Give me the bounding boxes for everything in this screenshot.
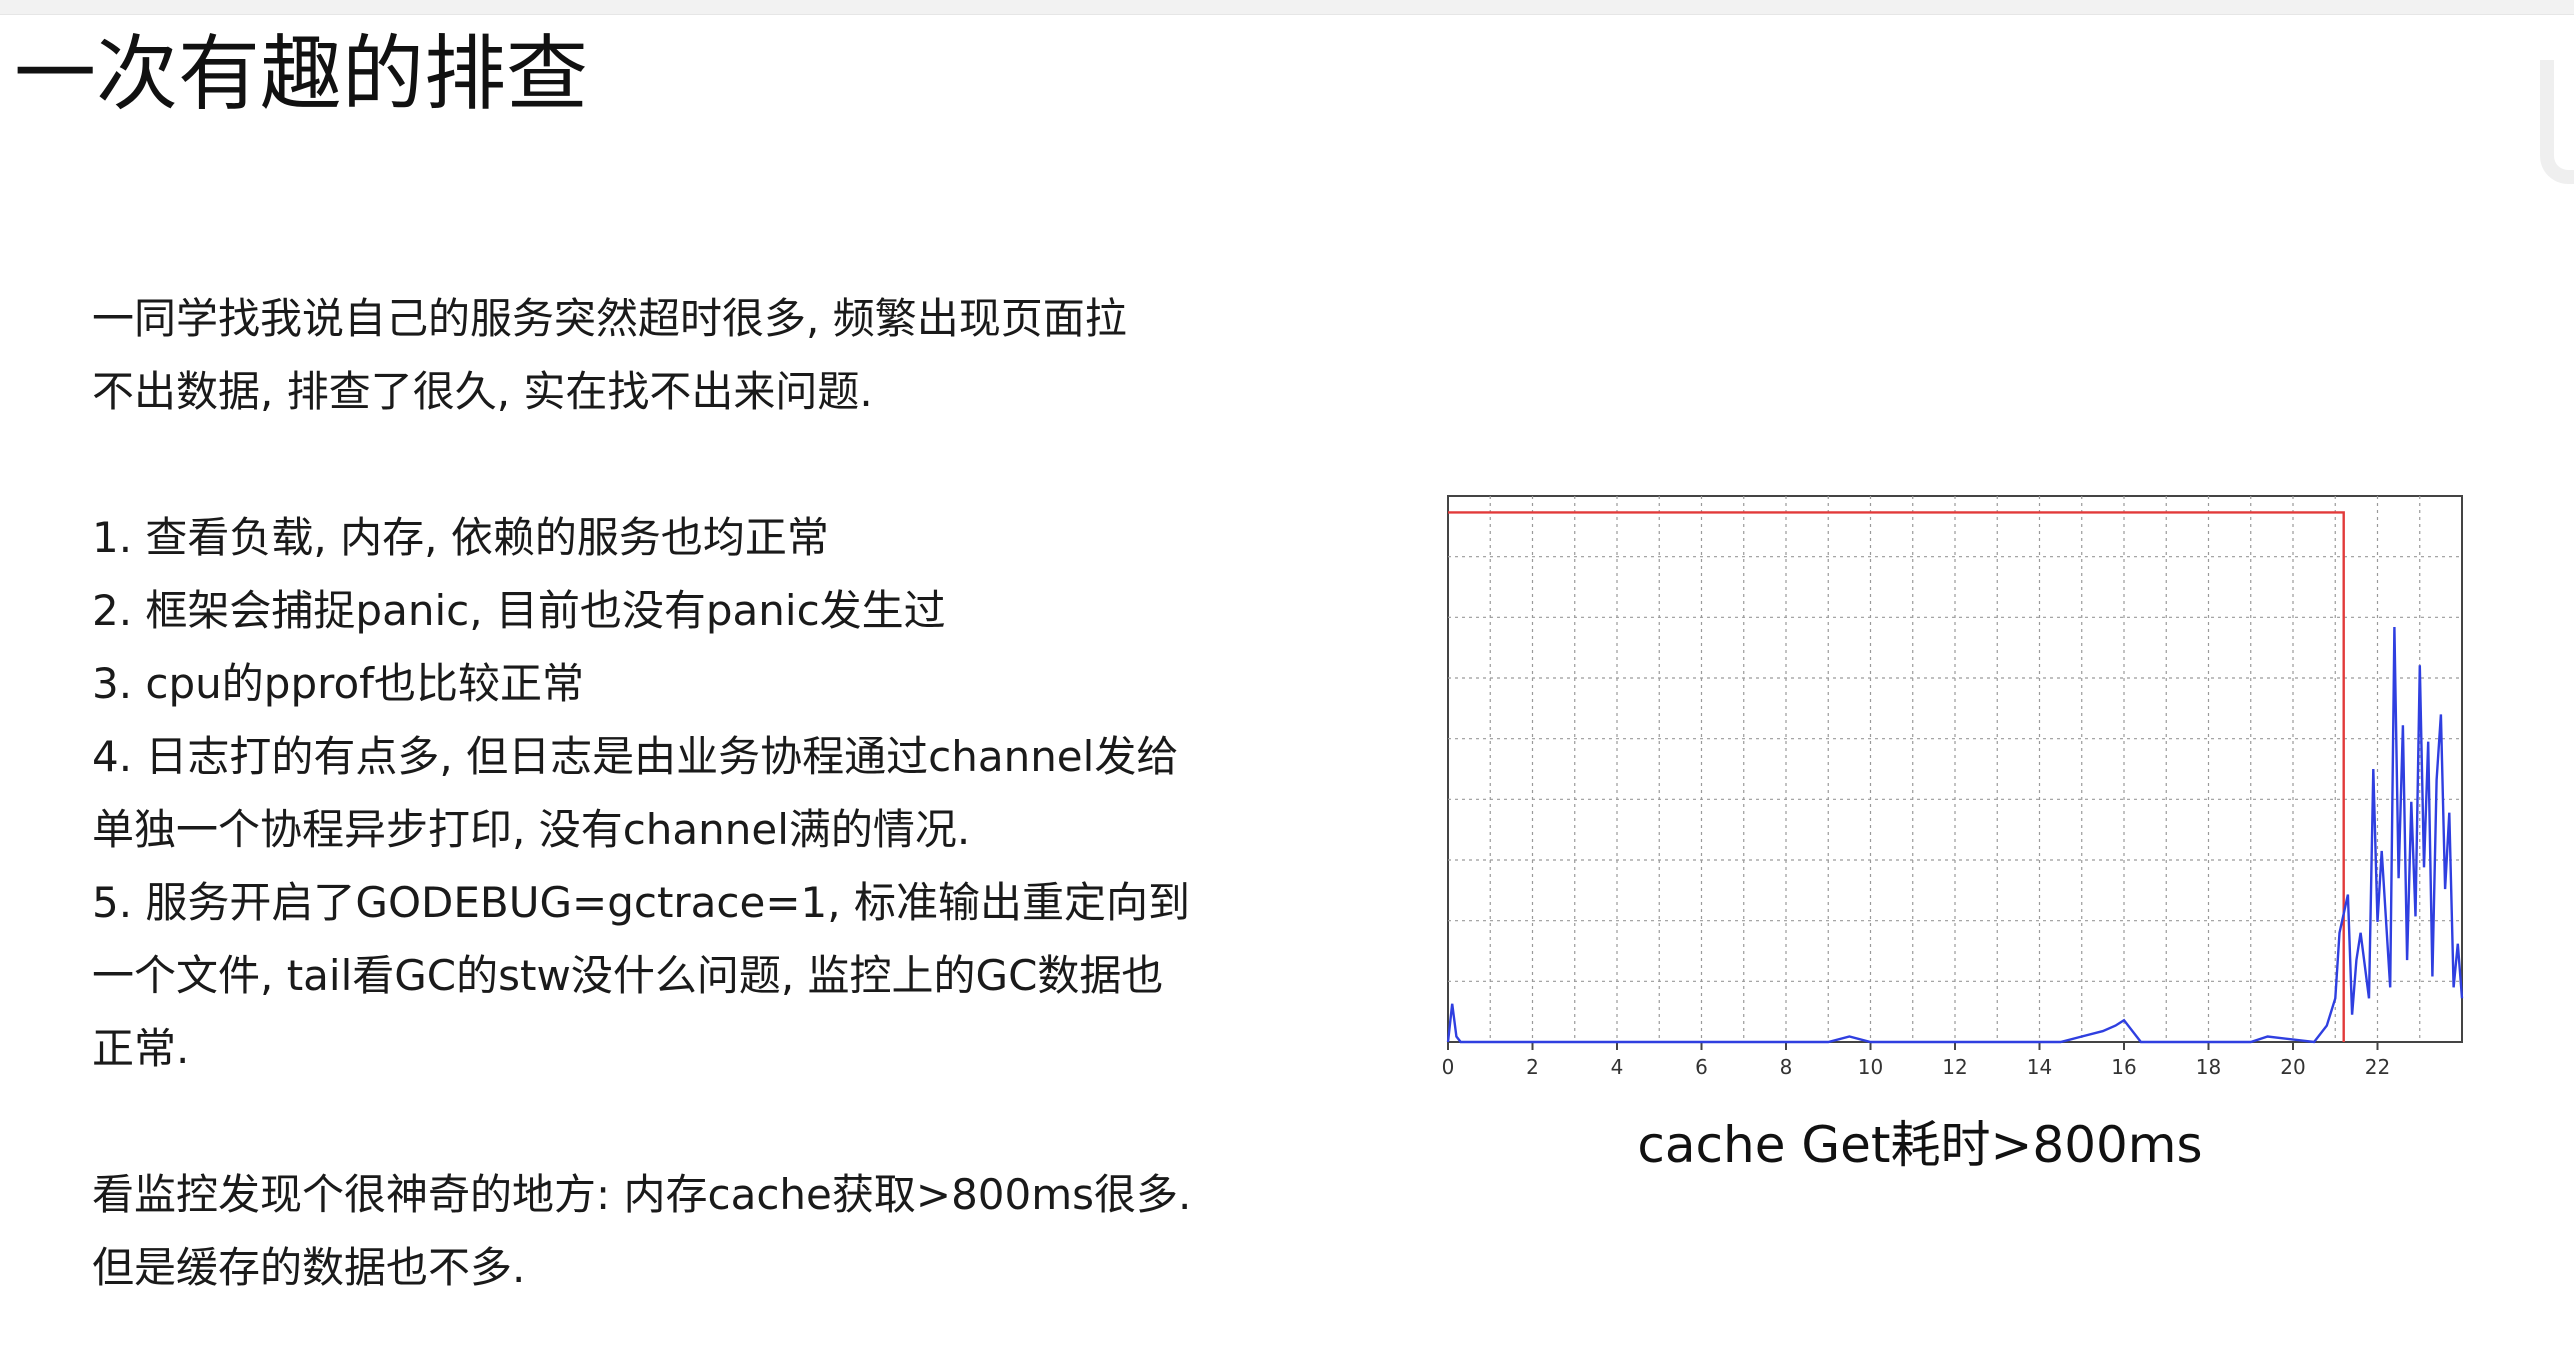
check-line: 4. 日志打的有点多, 但日志是由业务协程通过channel发给 bbox=[92, 732, 1179, 781]
x-tick-label: 16 bbox=[2111, 1055, 2136, 1076]
check-line: 正常. bbox=[92, 1024, 190, 1073]
x-tick-label: 18 bbox=[2196, 1055, 2221, 1076]
chart-svg: 0 2 4 6 8 10 12 14 16 18 20 22 bbox=[1442, 495, 2464, 1076]
x-tick-label: 4 bbox=[1611, 1055, 1624, 1076]
chart-caption: cache Get耗时>800ms bbox=[1637, 1116, 2203, 1174]
x-tick-label: 22 bbox=[2365, 1055, 2390, 1076]
slide-title: 一次有趣的排查 bbox=[14, 27, 589, 122]
series-line bbox=[1446, 626, 2464, 1044]
x-tick-label: 8 bbox=[1780, 1055, 1793, 1076]
check-line: 一个文件, tail看GC的stw没什么问题, 监控上的GC数据也 bbox=[92, 951, 1164, 1000]
x-tick-label: 20 bbox=[2280, 1055, 2305, 1076]
check-line: 3. cpu的pprof也比较正常 bbox=[92, 659, 584, 708]
latency-chart: 0 2 4 6 8 10 12 14 16 18 20 22 bbox=[1436, 488, 2496, 1076]
x-tick-label: 14 bbox=[2027, 1055, 2052, 1076]
slide-body: 一同学找我说自己的服务突然超时很多, 频繁出现页面拉 不出数据, 排查了很久, … bbox=[92, 282, 1332, 1304]
x-tick-label: 2 bbox=[1526, 1055, 1539, 1076]
check-line: 单独一个协程异步打印, 没有channel满的情况. bbox=[92, 805, 971, 854]
check-line: 1. 查看负载, 内存, 依赖的服务也均正常 bbox=[92, 513, 829, 562]
check-line: 5. 服务开启了GODEBUG=gctrace=1, 标准输出重定向到 bbox=[92, 878, 1190, 927]
intro-line: 一同学找我说自己的服务突然超时很多, 频繁出现页面拉 bbox=[92, 294, 1127, 343]
x-tick-label: 10 bbox=[1858, 1055, 1883, 1076]
finding-line: 看监控发现个很神奇的地方: 内存cache获取>800ms很多. bbox=[92, 1170, 1192, 1219]
edge-decoration bbox=[2540, 60, 2574, 184]
check-line: 2. 框架会捕捉panic, 目前也没有panic发生过 bbox=[92, 586, 946, 635]
top-border bbox=[0, 0, 2574, 15]
intro-line: 不出数据, 排查了很久, 实在找不出来问题. bbox=[92, 367, 873, 416]
series-line bbox=[1448, 511, 2345, 1042]
x-tick-label: 12 bbox=[1942, 1055, 1967, 1076]
x-tick-label: 6 bbox=[1695, 1055, 1708, 1076]
x-tick-label: 0 bbox=[1442, 1055, 1455, 1076]
finding-line: 但是缓存的数据也不多. bbox=[92, 1243, 526, 1292]
